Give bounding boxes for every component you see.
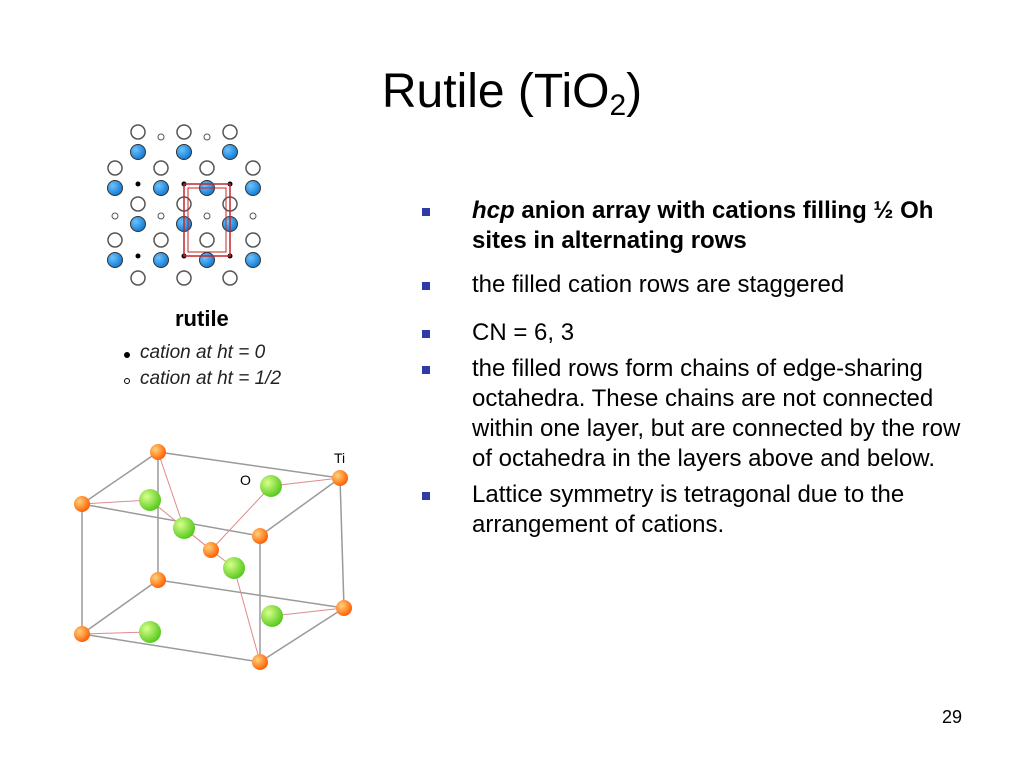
bullet-text: the filled cation rows are staggered — [472, 271, 845, 298]
rutile-unit-cell-diagram: Ti O — [74, 444, 352, 670]
rutile-projection-diagram — [107, 124, 261, 286]
title-text: Rutile (TiO — [381, 65, 610, 118]
legend-item: cation at ht = 1/2 — [118, 366, 281, 392]
legend-text: cation at ht = 0 — [140, 342, 266, 363]
open-dot-icon — [118, 368, 136, 390]
title-subscript: 2 — [609, 89, 627, 122]
page-number: 29 — [941, 707, 962, 727]
bullet-text: the filled rows form chains of edge-shar… — [472, 355, 961, 472]
legend-text: cation at ht = 1/2 — [140, 368, 282, 389]
filled-dot-icon — [118, 342, 136, 364]
square-bullet-icon — [422, 330, 430, 338]
ti-label: Ti — [334, 450, 345, 466]
square-bullet-icon — [422, 366, 430, 374]
o-atoms — [139, 475, 283, 643]
bullet-text: anion array with cations filling ½ Oh si… — [472, 197, 934, 254]
square-bullet-icon — [422, 208, 430, 216]
projection-legend: cation at ht = 0 cation at ht = 1/2 — [118, 340, 281, 392]
projection-label: rutile — [175, 306, 229, 331]
bullet-item: the filled rows form chains of edge-shar… — [422, 354, 982, 474]
slide-title: Rutile (TiO2) — [0, 62, 1024, 136]
bullet-item: CN = 6, 3 — [422, 318, 982, 348]
legend-item: cation at ht = 0 — [118, 340, 281, 366]
bullet-text: CN = 6, 3 — [472, 319, 575, 346]
bullet-text: Lattice symmetry is tetragonal due to th… — [472, 481, 905, 538]
bullet-list: hcp anion array with cations filling ½ O… — [422, 196, 982, 540]
title-close-paren: ) — [626, 65, 643, 118]
bullet-item: the filled cation rows are staggered — [422, 270, 982, 300]
bullet-item: Lattice symmetry is tetragonal due to th… — [422, 480, 982, 540]
square-bullet-icon — [422, 492, 430, 500]
square-bullet-icon — [422, 282, 430, 290]
o-label: O — [240, 472, 251, 488]
unit-cell-outline — [183, 183, 231, 257]
ti-atoms — [74, 444, 352, 670]
bullet-item: hcp anion array with cations filling ½ O… — [422, 196, 982, 256]
bullet-emphasis: hcp — [472, 197, 515, 224]
